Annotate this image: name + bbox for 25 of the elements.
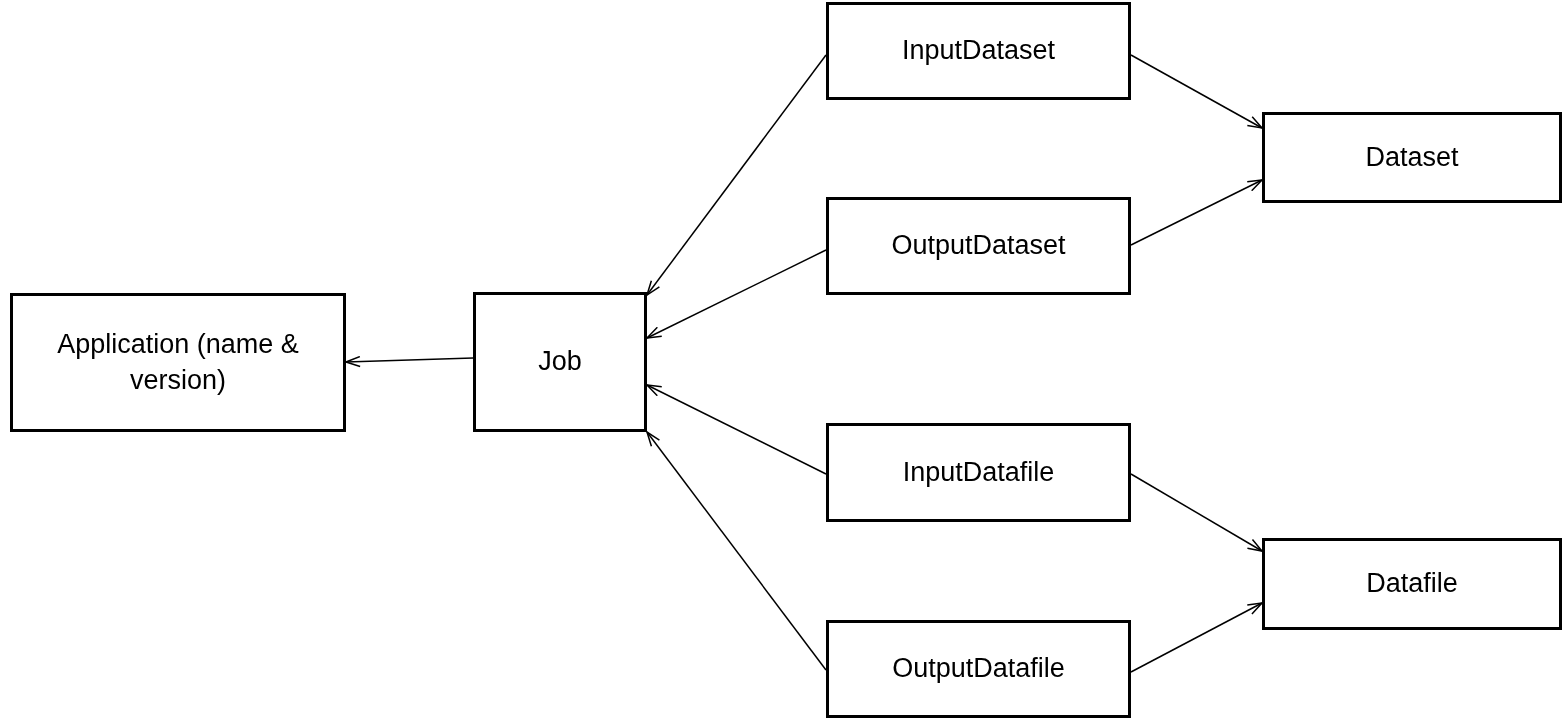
arrow — [646, 54, 827, 296]
entity-name: Datafile — [1366, 567, 1458, 601]
entity-name: OutputDatafile — [892, 652, 1065, 686]
arrow — [646, 249, 827, 339]
arrow — [1130, 602, 1263, 673]
entity-name: InputDatafile — [902, 455, 1055, 489]
entity-box — [826, 423, 1131, 522]
entity-name: Dataset — [1365, 140, 1459, 174]
entity-name: OutputDataset — [891, 229, 1066, 263]
entity-name: InputDataset — [901, 34, 1056, 68]
entity-box — [826, 620, 1131, 718]
entity-box — [826, 2, 1131, 100]
entity-box — [826, 197, 1131, 295]
entity-box — [473, 292, 647, 432]
arrow — [1130, 54, 1263, 129]
entity-box — [1262, 538, 1562, 630]
arrow — [646, 384, 827, 475]
entity-box — [1262, 112, 1562, 203]
arrow — [1130, 473, 1263, 552]
arrow — [646, 431, 827, 671]
entity-box — [10, 293, 346, 432]
arrow — [345, 355, 474, 368]
arrow — [1130, 179, 1263, 246]
entity-name: Application (name & version) — [56, 328, 300, 397]
entity-name: Job — [538, 345, 582, 379]
